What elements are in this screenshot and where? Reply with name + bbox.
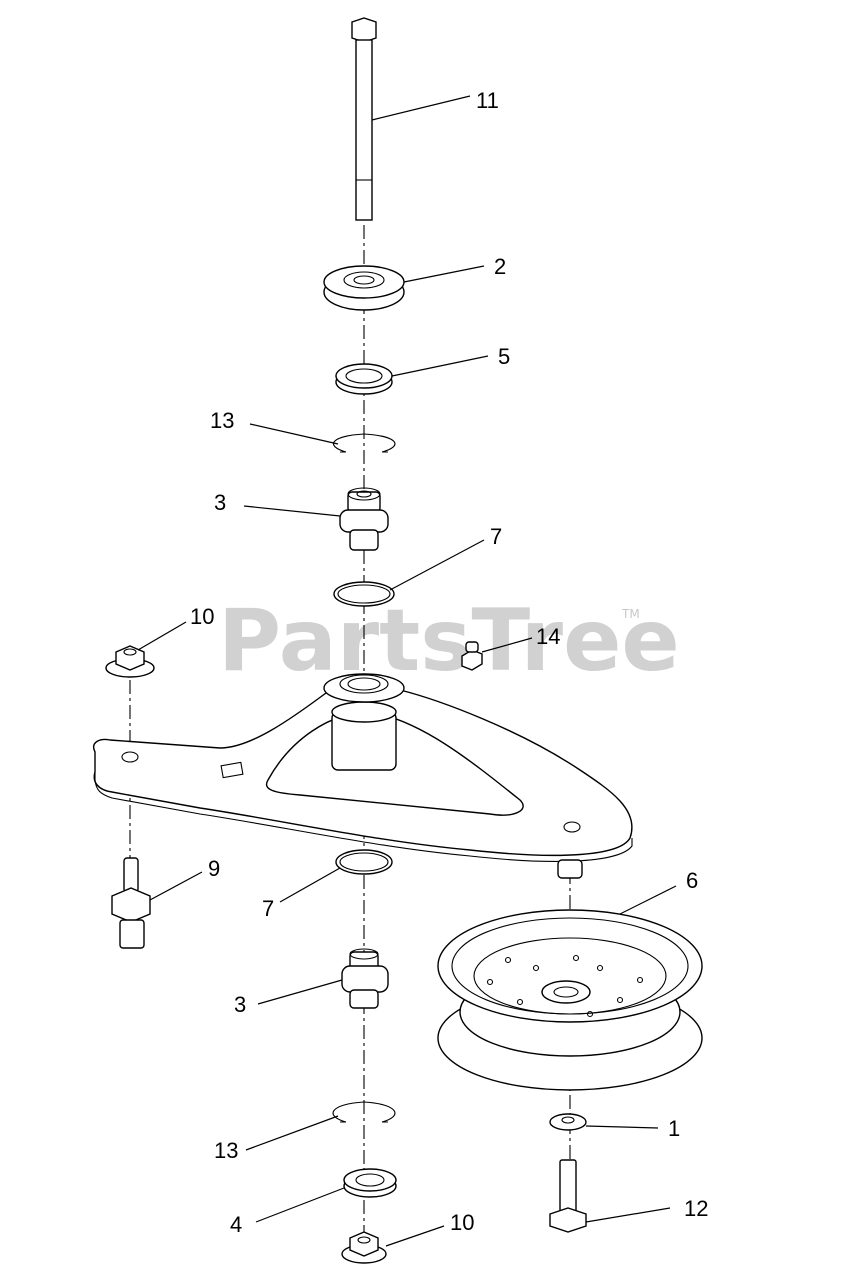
- leader-lines: [137, 95, 677, 1247]
- callout-10-lower[interactable]: 10: [450, 1210, 474, 1235]
- part-bushing-3-upper[interactable]: [339, 487, 389, 551]
- part-snap-ring-13-lower[interactable]: [332, 1101, 396, 1123]
- part-snap-ring-13-upper[interactable]: [333, 433, 396, 453]
- callout-7-lower[interactable]: 7: [262, 896, 274, 921]
- part-idler-arm[interactable]: [93, 673, 633, 879]
- part-bolt-11[interactable]: [351, 17, 377, 221]
- callout-12[interactable]: 12: [684, 1196, 708, 1221]
- callout-2[interactable]: 2: [494, 254, 506, 279]
- part-bearing-5[interactable]: [335, 363, 393, 395]
- part-flange-nut-10-upper[interactable]: [105, 645, 155, 678]
- callout-labels: 11 2 5 13 3 7 10 14 9 7 6 3 1 13 12 4 10: [190, 88, 708, 1237]
- callout-5[interactable]: 5: [498, 344, 510, 369]
- callout-13-lower[interactable]: 13: [214, 1138, 238, 1163]
- part-bushing-3-lower[interactable]: [341, 948, 389, 1009]
- callout-10-upper[interactable]: 10: [190, 604, 214, 629]
- part-o-ring-7-upper[interactable]: [333, 581, 395, 607]
- part-bolt-12[interactable]: [549, 1159, 587, 1233]
- callout-6[interactable]: 6: [686, 868, 698, 893]
- callout-13-upper[interactable]: 13: [210, 408, 234, 433]
- callout-11[interactable]: 11: [476, 88, 499, 113]
- part-washer-1[interactable]: [549, 1113, 587, 1131]
- part-flange-bearing-2[interactable]: [323, 265, 405, 311]
- part-idler-pulley-6[interactable]: [437, 909, 703, 1091]
- callout-7-upper[interactable]: 7: [490, 524, 502, 549]
- part-grease-fitting-14[interactable]: [461, 641, 483, 671]
- callout-3-upper[interactable]: 3: [214, 490, 226, 515]
- part-shoulder-stud-9[interactable]: [111, 857, 151, 949]
- callout-9[interactable]: 9: [208, 856, 220, 881]
- part-bearing-4[interactable]: [343, 1168, 397, 1198]
- watermark-trademark: TM: [621, 607, 640, 621]
- callout-1[interactable]: 1: [668, 1116, 680, 1141]
- callout-14[interactable]: 14: [536, 624, 560, 649]
- watermark-brand: PartsTree: [218, 591, 680, 691]
- part-o-ring-7-lower[interactable]: [335, 849, 393, 875]
- callout-3-lower[interactable]: 3: [234, 992, 246, 1017]
- callout-4[interactable]: 4: [230, 1212, 242, 1237]
- part-flange-nut-10-lower[interactable]: [341, 1231, 387, 1264]
